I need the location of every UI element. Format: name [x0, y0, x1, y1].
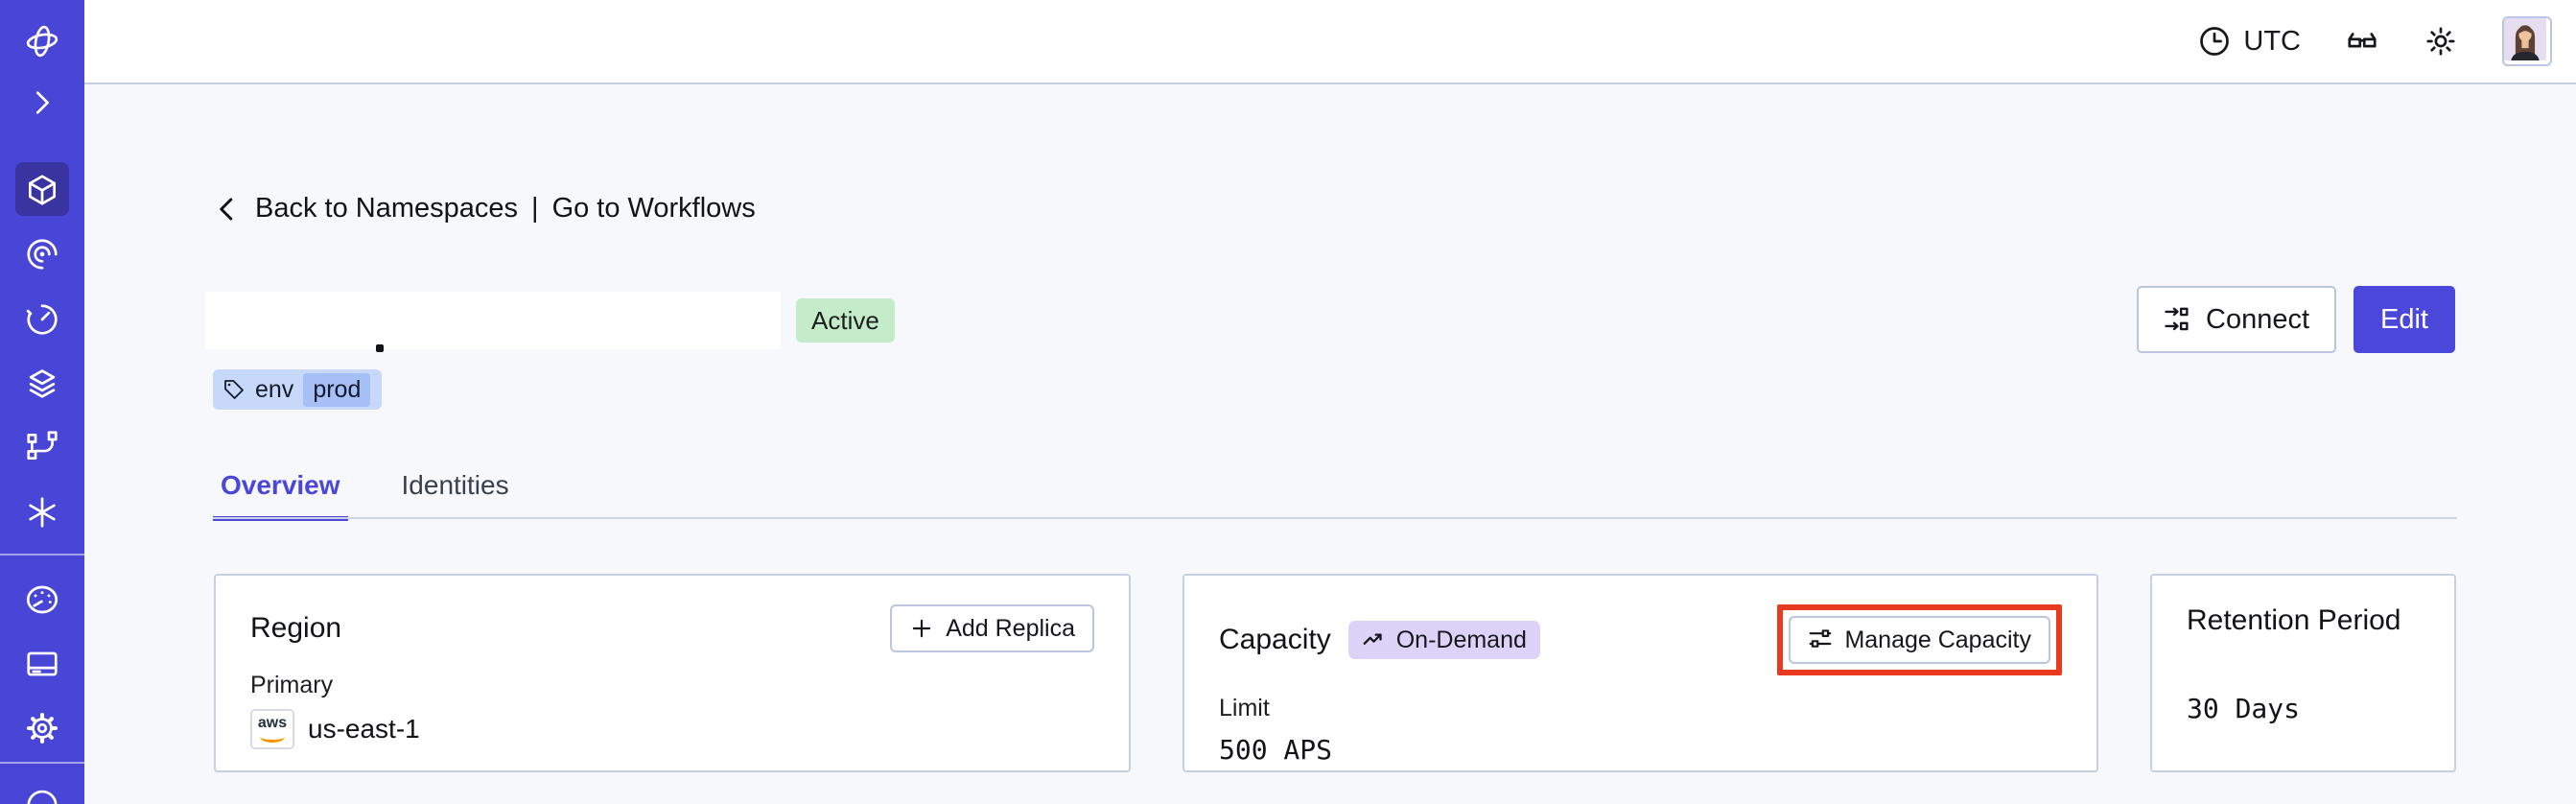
edit-button-label: Edit — [2380, 303, 2428, 335]
tab-divider — [213, 517, 2457, 519]
expand-chevron-icon[interactable] — [24, 84, 60, 121]
tag-value: prod — [303, 372, 371, 407]
connect-flow-icon — [2165, 307, 2189, 331]
retention-card: Retention Period 30 Days — [2150, 574, 2456, 772]
topbar-actions: UTC — [2197, 0, 2552, 83]
sidebar-item-usage[interactable] — [24, 581, 60, 618]
capacity-card: Capacity On-Demand Manage Capacity Limit — [1183, 574, 2098, 772]
region-card-title: Region — [250, 612, 342, 644]
tab-bar: Overview Identities — [213, 464, 517, 521]
sidebar-item-namespaces[interactable] — [24, 172, 60, 208]
topbar: UTC — [84, 0, 2576, 84]
connect-button[interactable]: Connect — [2137, 286, 2337, 353]
main-content: Back to Namespaces | Go to Workflows Act… — [84, 84, 2576, 804]
brightness-icon[interactable] — [2424, 24, 2458, 59]
capacity-limit-value: 500 APS — [1219, 734, 1333, 766]
user-avatar[interactable] — [2502, 16, 2552, 66]
status-badge: Active — [796, 298, 895, 343]
plus-icon — [912, 619, 931, 638]
breadcrumb-workflows-link[interactable]: Go to Workflows — [551, 193, 756, 224]
namespace-title-redacted — [205, 292, 781, 349]
sidebar-item-settings[interactable] — [24, 710, 60, 746]
aws-label: aws — [257, 714, 288, 731]
manage-capacity-label: Manage Capacity — [1844, 626, 2031, 653]
sidebar-divider — [0, 554, 84, 556]
sliders-icon — [1810, 629, 1832, 648]
on-demand-label: On-Demand — [1395, 626, 1527, 653]
breadcrumb: Back to Namespaces | Go to Workflows — [213, 193, 756, 225]
tag-icon — [224, 380, 244, 399]
on-demand-badge: On-Demand — [1347, 621, 1540, 659]
timezone-label: UTC — [2243, 25, 2301, 57]
namespace-title-dot — [376, 344, 384, 352]
aws-provider-icon: aws — [250, 709, 294, 749]
annotation-highlight-box: Manage Capacity — [1777, 604, 2062, 675]
glasses-icon[interactable] — [2345, 24, 2379, 59]
capacity-card-title: Capacity — [1219, 624, 1331, 655]
sidebar-item-billing[interactable] — [24, 646, 60, 682]
sidebar-item-deployments[interactable] — [24, 366, 60, 402]
tab-overview[interactable]: Overview — [213, 464, 348, 521]
timezone-selector[interactable]: UTC — [2197, 24, 2301, 59]
tag-key: env — [255, 375, 294, 403]
header-actions: Connect Edit — [2137, 286, 2455, 353]
region-value-row: aws us-east-1 — [250, 709, 1094, 749]
retention-card-title: Retention Period — [2187, 604, 2401, 636]
add-replica-button[interactable]: Add Replica — [890, 604, 1094, 652]
region-card: Region Add Replica Primary aws us-east-1 — [214, 574, 1131, 772]
sidebar-item-nexus[interactable] — [24, 494, 60, 531]
region-value: us-east-1 — [308, 714, 420, 744]
sidebar — [0, 0, 84, 804]
edit-button[interactable]: Edit — [2354, 286, 2455, 353]
sidebar-item-schedules[interactable] — [24, 301, 60, 338]
breadcrumb-separator: | — [531, 193, 539, 224]
add-replica-label: Add Replica — [946, 614, 1075, 642]
trending-up-icon — [1363, 633, 1382, 645]
connect-button-label: Connect — [2206, 303, 2310, 335]
namespace-tag-chip: env prod — [213, 369, 383, 410]
tab-identities[interactable]: Identities — [401, 470, 509, 500]
clock-icon — [2197, 24, 2232, 59]
aws-smile-icon — [260, 731, 285, 743]
sidebar-item-help-icon[interactable] — [24, 781, 60, 804]
summary-cards: Region Add Replica Primary aws us-east-1 — [214, 574, 2456, 772]
sidebar-item-batch-operations[interactable] — [24, 428, 60, 464]
sidebar-divider — [0, 762, 84, 764]
retention-value: 30 Days — [2187, 693, 2301, 724]
breadcrumb-back-link[interactable]: Back to Namespaces — [255, 193, 519, 224]
primary-label: Primary — [250, 672, 334, 698]
sidebar-item-workflows[interactable] — [24, 236, 60, 272]
manage-capacity-button[interactable]: Manage Capacity — [1789, 616, 2050, 664]
temporal-logo[interactable] — [24, 23, 60, 59]
limit-label: Limit — [1219, 695, 1270, 721]
back-chevron-icon[interactable] — [213, 195, 242, 224]
